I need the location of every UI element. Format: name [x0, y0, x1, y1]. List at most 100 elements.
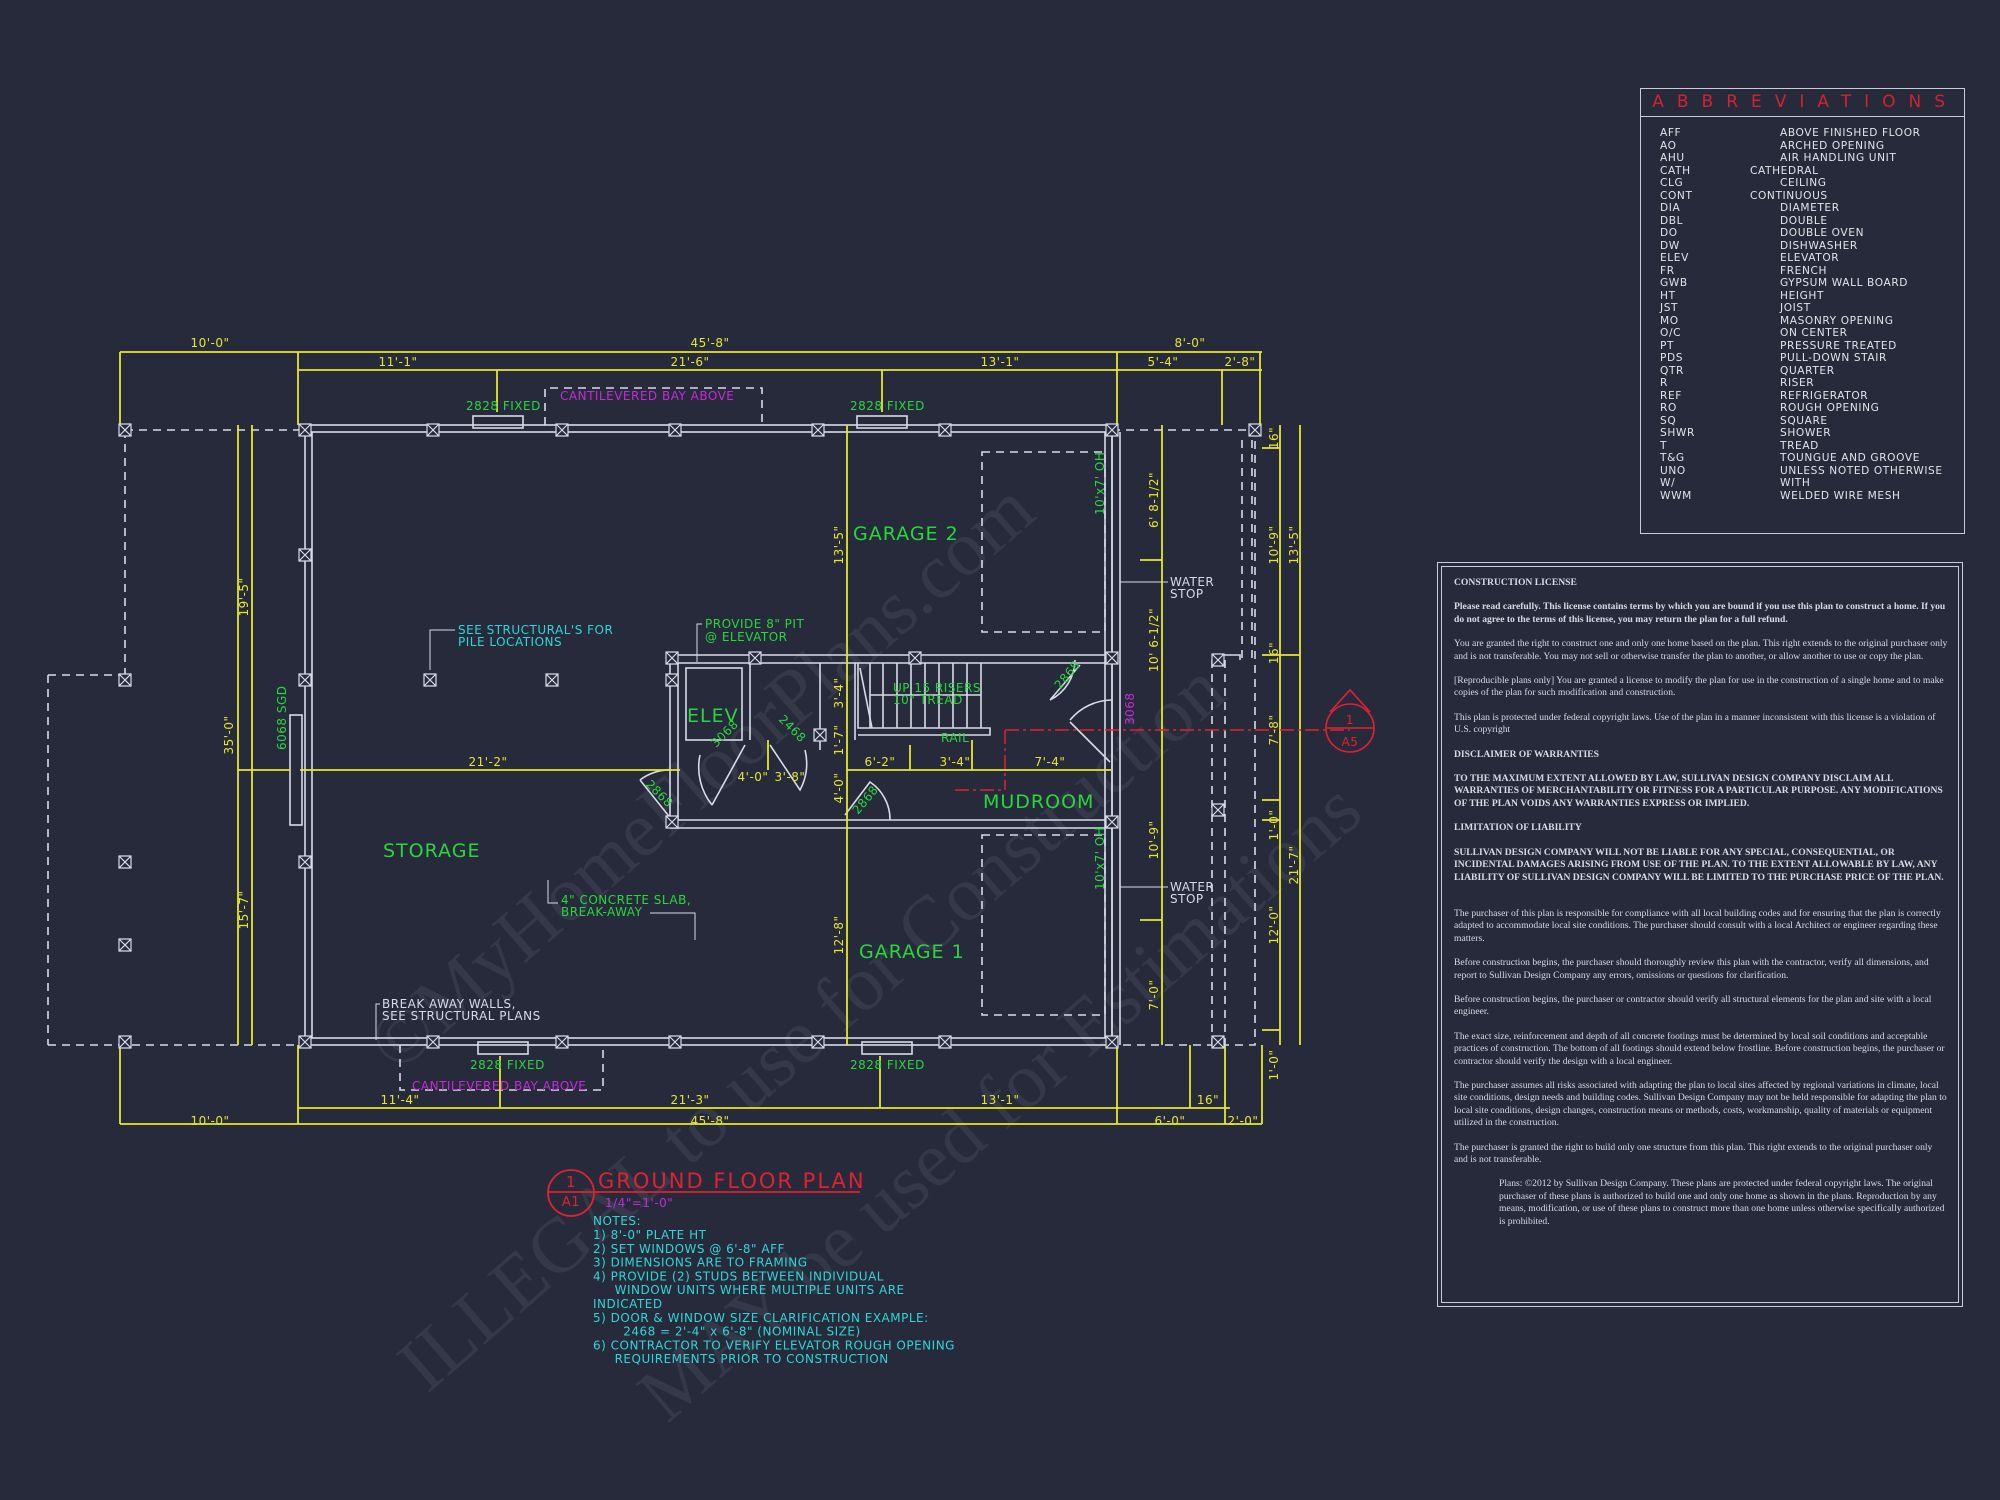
dim-label: 21'-3" — [670, 1093, 709, 1107]
dim-label: 16" — [1197, 1093, 1219, 1107]
abbreviation-meaning: SQUARE — [1780, 414, 1828, 427]
abbreviation-row: WWM WELDED WIRE MESH — [1660, 490, 1964, 503]
pile-marker-icon — [1211, 1035, 1225, 1049]
section-marker: 1 A5 — [955, 688, 1375, 791]
abbreviation-meaning: HEIGHT — [1780, 289, 1825, 302]
abbreviation-code: HT — [1660, 289, 1676, 302]
slab-note: BREAK-AWAY — [561, 905, 643, 919]
dim-label: 21'-7" — [1287, 845, 1301, 884]
license-paragraph: This plan is protected under federal cop… — [1454, 711, 1936, 736]
dim-label: 2'-8" — [1225, 355, 1256, 369]
abbreviation-row: AFF ABOVE FINISHED FLOOR — [1660, 127, 1964, 140]
dim-label: 12'-8" — [832, 915, 846, 954]
liability-heading: LIMITATION OF LIABILITY — [1454, 822, 1582, 834]
dim-label: 1'-7" — [832, 725, 846, 756]
note-line: INDICATED — [593, 1297, 663, 1311]
license-paragraph: The purchaser is granted the right to bu… — [1454, 1141, 1933, 1165]
abbreviation-code: QTR — [1660, 364, 1684, 377]
pile-marker-icon — [423, 673, 437, 687]
dim-label: 4'-0" — [738, 770, 769, 784]
abbreviation-code: REF — [1660, 389, 1682, 402]
dim-label: 10' 6-1/2" — [1147, 608, 1161, 672]
dim-label: 7'-4" — [1035, 755, 1066, 769]
abbreviation-meaning: RISER — [1780, 377, 1815, 389]
copyright-notice: Plans: ©2012 by Sullivan Design Company.… — [1499, 1178, 1945, 1227]
license-paragraph: The exact size, reinforcement and depth … — [1454, 1030, 1945, 1067]
stairs — [857, 663, 991, 736]
abbreviation-code: DBL — [1660, 214, 1684, 227]
room-storage: STORAGE — [383, 840, 480, 862]
notes-heading: NOTES: — [593, 1214, 641, 1228]
dim-label: 45'-8" — [690, 336, 729, 350]
dim-label: 7'-8" — [1267, 715, 1281, 746]
room-garage-1: GARAGE 1 — [859, 941, 965, 963]
pile-marker-icon — [665, 651, 679, 665]
dim-label: 6'-0" — [1155, 1114, 1186, 1128]
dim-label: 1'-0" — [1267, 1050, 1281, 1081]
abbreviation-code: CATH — [1660, 164, 1691, 177]
pile-marker-icon — [555, 1035, 569, 1049]
dim-label: 10'-9" — [1267, 525, 1281, 564]
pile-marker-icon — [811, 423, 825, 437]
abbreviation-code: MO — [1660, 314, 1679, 327]
doors — [639, 659, 1113, 821]
abbreviation-code: PDS — [1660, 352, 1684, 364]
dim-label: 16" — [1267, 427, 1281, 449]
pile-marker-icon — [298, 1035, 312, 1049]
abbreviation-meaning: UNLESS NOTED OTHERWISE — [1780, 464, 1943, 477]
pile-marker-icon — [298, 423, 312, 437]
pile-marker-icon — [118, 673, 132, 687]
abbreviation-meaning: DOUBLE OVEN — [1780, 227, 1865, 239]
pile-marker-icon — [1211, 803, 1225, 817]
water-stop-label: WATER — [1170, 575, 1214, 589]
pile-marker-icon — [938, 1035, 952, 1049]
license-paragraph: Before construction begins, the purchase… — [1454, 957, 1929, 981]
abbreviation-row: PDS PULL-DOWN STAIR — [1660, 352, 1964, 365]
bay-above-label: CANTILEVERED BAY ABOVE — [412, 1079, 586, 1093]
abbreviation-meaning: WELDED WIRE MESH — [1780, 489, 1901, 502]
abbreviation-code: W/ — [1660, 477, 1676, 489]
license-paragraph: [Reproducible plans only] You are grante… — [1454, 675, 1944, 699]
abbreviation-meaning: DIAMETER — [1780, 202, 1840, 214]
white-notes: BREAK AWAY WALLS, SEE STRUCTURAL PLANS W… — [382, 575, 1214, 1023]
dim-label: 3'-8" — [775, 770, 806, 784]
pile-marker-icon — [668, 1035, 682, 1049]
leader-lines — [375, 581, 1168, 1040]
dashed-outlines — [47, 387, 1256, 1091]
abbreviation-code: WWM — [1660, 489, 1692, 502]
plan-scale: 1/4"=1'-0" — [605, 1196, 673, 1210]
dim-label: 13'-5" — [1287, 525, 1301, 564]
pile-note: SEE STRUCTURAL'S FOR PILE LOCATIONS — [458, 623, 613, 649]
pile-marker-icon — [908, 651, 922, 665]
note-line: 1) 8'-0" PLATE HT — [593, 1228, 707, 1242]
dim-label: 15'-7" — [237, 890, 251, 929]
license-heading: CONSTRUCTION LICENSE — [1454, 577, 1577, 588]
elevator-pit-note: PROVIDE 8" PIT — [705, 617, 804, 631]
abbreviation-code: DIA — [1660, 202, 1681, 214]
water-stop-label: STOP — [1170, 892, 1204, 906]
abbreviation-meaning: ABOVE FINISHED FLOOR — [1780, 127, 1921, 139]
pile-marker-icon — [813, 728, 827, 742]
water-stop-label: WATER — [1170, 880, 1214, 894]
title-sheet: A1 — [562, 1195, 580, 1210]
water-stop-label: STOP — [1170, 587, 1204, 601]
section-sheet: A5 — [1342, 735, 1359, 749]
pile-marker-icon — [938, 423, 952, 437]
abbreviation-code: CONT — [1660, 189, 1693, 202]
pile-marker-icon — [426, 1035, 440, 1049]
abbreviation-meaning: PULL-DOWN STAIR — [1780, 352, 1887, 364]
construction-license: CONSTRUCTION LICENSE Please read careful… — [1437, 562, 1963, 1307]
pile-marker-icon — [426, 423, 440, 437]
abbreviation-meaning: MASONRY OPENING — [1780, 314, 1894, 327]
abbreviation-code: AFF — [1660, 127, 1682, 139]
